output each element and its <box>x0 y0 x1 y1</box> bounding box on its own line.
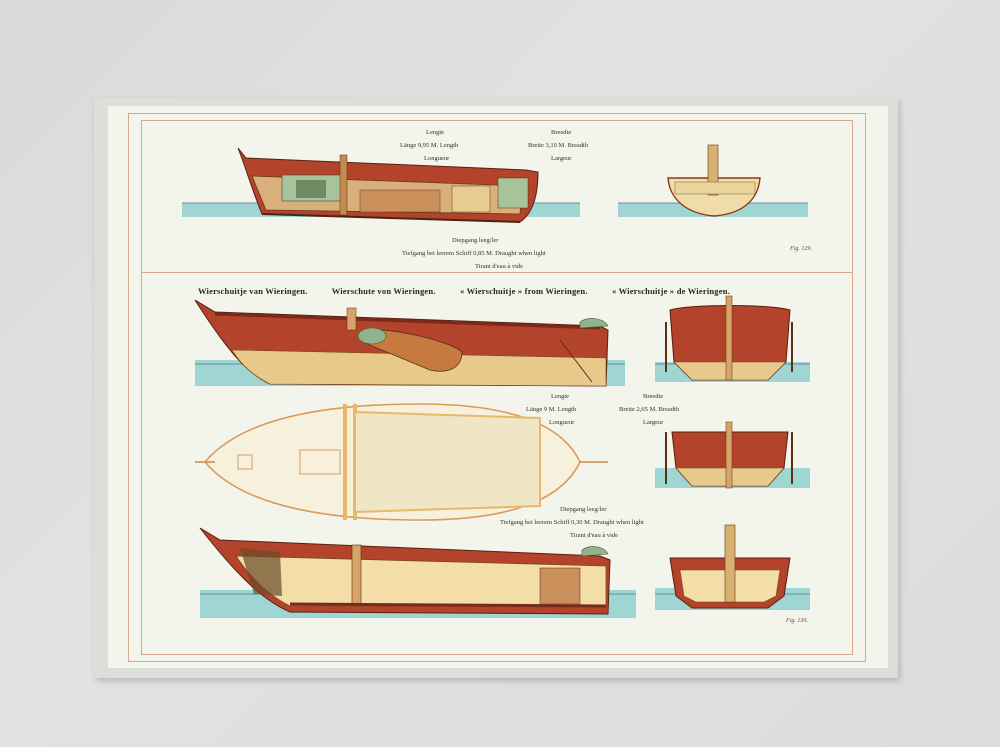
title-german: Wierschute von Wieringen. <box>331 286 436 296</box>
top-draught-label-nl: Diepgang leeg/ler <box>452 237 499 244</box>
bottom-draught-label-fr: Tirant d'eau à vide <box>570 532 619 539</box>
bottom-deck-plan <box>195 403 608 521</box>
bottom-draught-label: Tiefgang bei leerem Schiff 0,30 M. Draug… <box>500 519 644 526</box>
top-length-label-nl: Lengte <box>426 129 445 136</box>
top-length-label-fr: Longueur <box>424 155 450 162</box>
fig-number-bottom: Fig. 130. <box>786 618 808 624</box>
bottom-length-label: Länge 9 M. Length <box>526 406 577 413</box>
bottom-length-label-fr: Longueur <box>549 419 575 426</box>
bottom-stern-view <box>655 295 810 382</box>
bottom-length-label-nl: Lengte <box>551 393 570 400</box>
fig-number-top: Fig. 129. <box>790 246 812 252</box>
bottom-breadth-label-fr: Largeur <box>643 419 664 426</box>
top-side-section <box>182 147 580 223</box>
top-front-section <box>618 144 808 217</box>
top-breadth-label-fr: Largeur <box>551 155 572 162</box>
top-breadth-label: Breite 3,10 M. Breadth <box>528 142 589 149</box>
bottom-bow-view <box>655 421 810 489</box>
bottom-side-view <box>194 299 625 387</box>
title-dutch: Wierschuitje van Wieringen. <box>198 286 308 296</box>
plate-border-outer <box>128 113 866 662</box>
top-length-label: Länge 9,95 M. Length <box>400 142 459 149</box>
top-draught-label-fr: Tirant d'eau à vide <box>475 263 524 270</box>
bottom-breadth-label: Breite 2,65 M. Breadth <box>619 406 680 413</box>
bottom-front-section <box>655 524 810 610</box>
top-breadth-label-nl: Breedte <box>551 129 572 136</box>
bottom-breadth-label-nl: Breedte <box>643 393 664 400</box>
title-french: « Wierschuitje » de Wieringen. <box>611 286 730 296</box>
plate-title: Wierschuitje van Wieringen. Wierschute v… <box>198 286 752 296</box>
title-english: « Wierschuitje » from Wieringen. <box>459 286 588 296</box>
bottom-side-section <box>199 527 636 618</box>
plate-divider <box>141 272 853 273</box>
plate-border-inner <box>141 120 853 655</box>
top-draught-label: Tiefgang bei leerem Schiff 0,85 M. Draug… <box>402 250 546 257</box>
bottom-draught-label-nl: Diepgang leeg/ler <box>560 506 607 513</box>
